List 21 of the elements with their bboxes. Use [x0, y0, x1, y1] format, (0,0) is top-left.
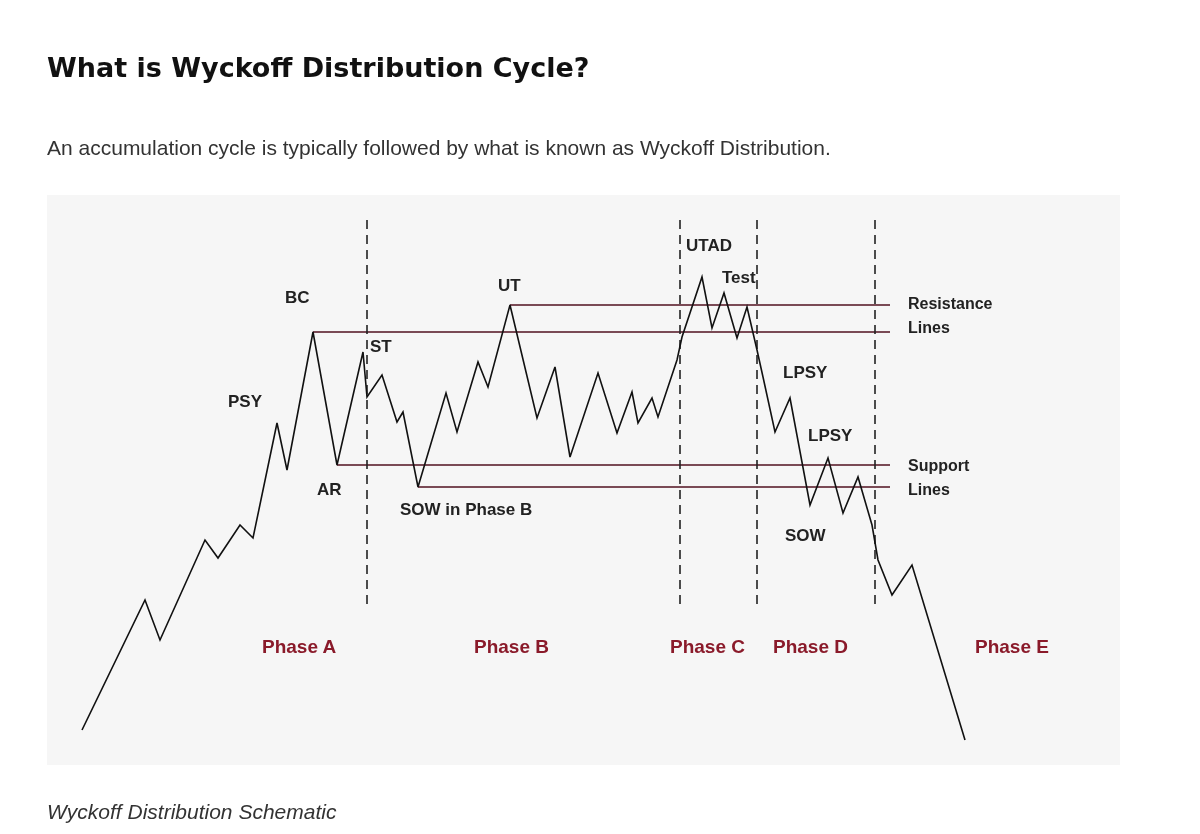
- chart-label: PSY: [228, 392, 263, 412]
- chart-label: AR: [317, 480, 342, 500]
- subtitle: An accumulation cycle is typically followed by what is known as Wyckoff Distribution.: [47, 136, 831, 160]
- chart-label: LPSY: [783, 363, 828, 383]
- caption: Wyckoff Distribution Schematic: [47, 800, 337, 824]
- chart-label: Resistance Lines: [908, 294, 994, 338]
- phase-label: Phase C: [670, 636, 745, 658]
- phase-label: Phase A: [262, 636, 337, 658]
- heading: What is Wyckoff Distribution Cycle?: [47, 52, 590, 83]
- chart-label: SOW in Phase B: [400, 500, 533, 520]
- chart-label: Test: [722, 268, 756, 288]
- phase-label: Phase B: [474, 636, 549, 658]
- chart-label: BC: [285, 288, 310, 308]
- chart-label: Support Lines: [908, 456, 971, 500]
- chart-label: SOW: [785, 526, 826, 546]
- phase-label: Phase E: [975, 636, 1049, 658]
- chart-label: ST: [370, 337, 392, 357]
- chart-label: LPSY: [808, 426, 853, 446]
- phase-label: Phase D: [773, 636, 848, 658]
- chart-label: UT: [498, 276, 521, 296]
- chart-label: UTAD: [686, 236, 732, 256]
